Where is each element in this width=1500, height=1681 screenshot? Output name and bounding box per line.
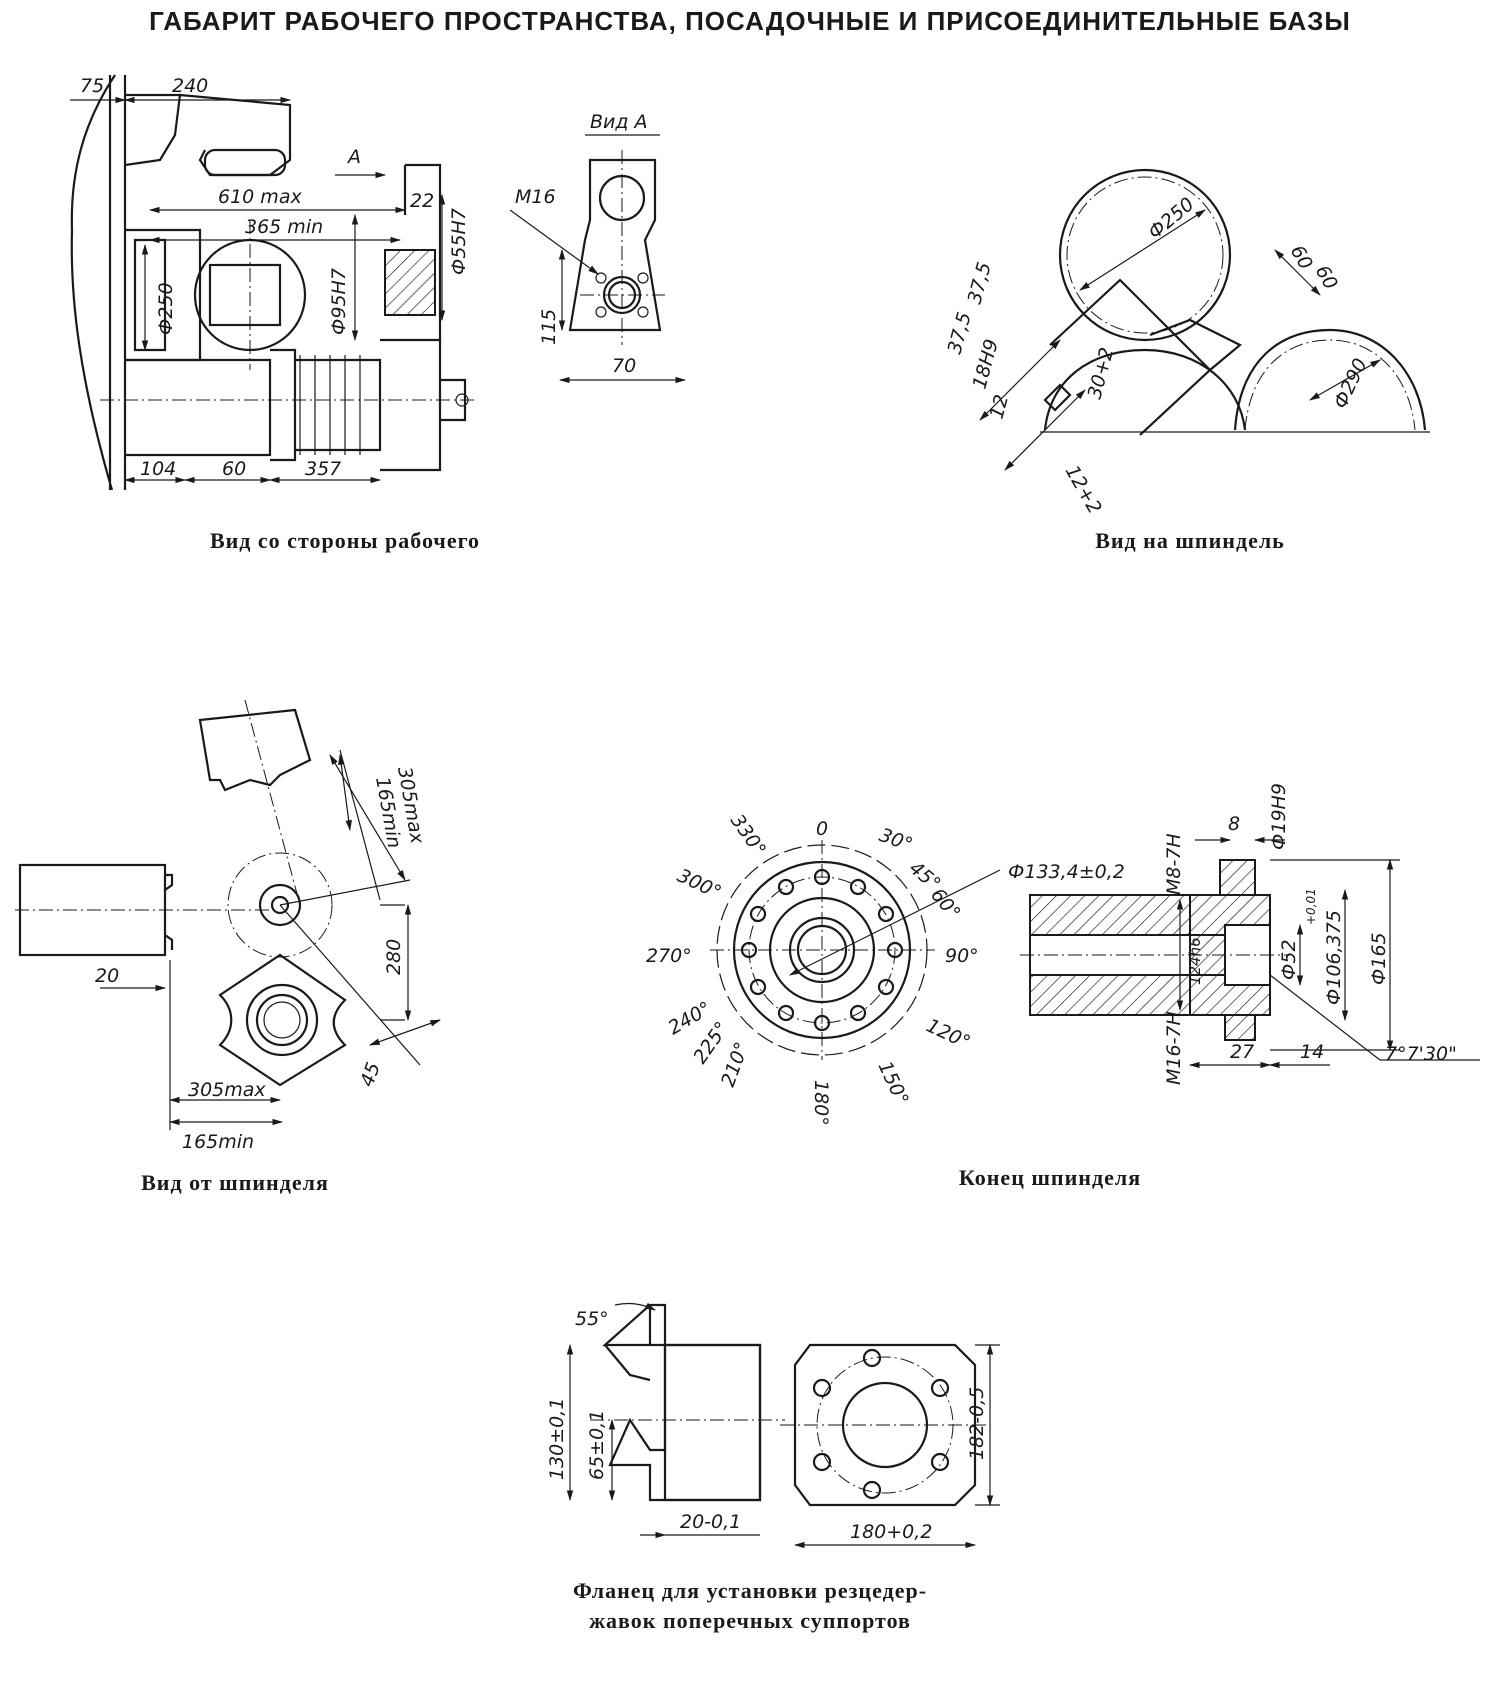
dim-104: 104	[140, 458, 176, 480]
side-view-drawing: 75 240 A 610 max 22 365 min Ф55Н7 Ф95Н7 …	[70, 74, 475, 491]
spindle-end-face-drawing: 0 30° 45° 60° 90° 120° 150° 180° 210° 22…	[646, 810, 1001, 1126]
dim-angle-7-7-30: 7°7'30"	[1385, 1043, 1457, 1065]
dim-115: 115	[538, 309, 560, 345]
dim-182: 182-0,5	[966, 1387, 988, 1460]
dim-180: 180+0,2	[850, 1521, 932, 1543]
dim-60-b: 60	[1311, 262, 1342, 294]
dim-20-minus: 20-0,1	[680, 1511, 741, 1533]
dim-m8-7h: М8-7Н	[1163, 833, 1185, 895]
angle-330: 330°	[726, 810, 770, 860]
dim-240: 240	[172, 75, 208, 97]
angle-30: 30°	[876, 824, 915, 856]
dim-70: 70	[612, 355, 636, 377]
bolt-holes	[740, 868, 904, 1032]
caption-spindle-end: Конец шпинделя	[958, 1165, 1142, 1190]
from-spindle-view-drawing: 305max 165min 280 20 45 305max 165min	[15, 699, 442, 1153]
spindle-end-section-drawing: Ф133,4±0,2 М8-7Н 8 Ф19Н9 +0,01 Ф52 Ф106,…	[1008, 783, 1480, 1085]
view-a-drawing: Вид А М16 115 70	[509, 111, 687, 384]
angle-150: 150°	[873, 1058, 912, 1109]
angle-270: 270°	[646, 945, 692, 967]
dim-d52: Ф52	[1278, 939, 1300, 980]
page-title: ГАБАРИТ РАБОЧЕГО ПРОСТРАНСТВА, ПОСАДОЧНЫ…	[149, 6, 1351, 36]
dim-d19h9: Ф19Н9	[1268, 783, 1290, 850]
flange-face-drawing: 180+0,2 182-0,5	[780, 1343, 1000, 1549]
dim-12-plus2: 12+2	[1061, 462, 1106, 518]
angle-120: 120°	[923, 1015, 974, 1054]
dim-357: 357	[305, 458, 341, 480]
dim-d106-375: Ф106,375	[1323, 910, 1345, 1005]
dim-d165: Ф165	[1368, 932, 1390, 985]
dim-55deg: 55°	[575, 1308, 609, 1330]
caption-flange-line2: жавок поперечных суппортов	[589, 1608, 911, 1633]
dim-280: 280	[383, 939, 405, 975]
dim-60: 60	[222, 458, 246, 480]
dim-37-5-a: 37,5	[964, 260, 996, 307]
dim-d55h7: Ф55Н7	[448, 208, 470, 275]
dim-365min: 365 min	[245, 216, 323, 238]
dim-65: 65±0,1	[586, 1410, 608, 1480]
dim-d133-4: Ф133,4±0,2	[1008, 861, 1125, 883]
dim-tolerance-001: +0,01	[1304, 888, 1318, 925]
caption-spindle-view: Вид на шпиндель	[1095, 528, 1285, 553]
dim-37-5-b: 37,5	[944, 310, 976, 357]
dim-12: 12	[986, 392, 1014, 421]
dim-18h9: 18Н9	[969, 337, 1003, 392]
dim-m16-7h: М16-7Н	[1163, 1011, 1185, 1085]
dim-75: 75	[80, 75, 104, 97]
dim-60-a: 60	[1286, 242, 1317, 274]
dim-d250: Ф250	[155, 282, 177, 335]
dim-d290: Ф290	[1330, 355, 1372, 412]
dim-d250-spindle: Ф250	[1144, 193, 1198, 244]
dim-20: 20	[95, 965, 119, 987]
dim-14: 14	[1300, 1041, 1324, 1063]
caption-flange-line1: Фланец для установки резцедер-	[572, 1578, 928, 1603]
dim-27: 27	[1230, 1041, 1254, 1063]
angle-210: 210°	[717, 1039, 753, 1090]
dim-124h6: 124h6	[1186, 937, 1204, 985]
dim-610max: 610 max	[218, 186, 302, 208]
angle-90: 90°	[945, 945, 979, 967]
dim-45: 45	[356, 1059, 385, 1089]
dim-22: 22	[410, 190, 434, 212]
dim-305max-bottom: 305max	[188, 1079, 266, 1101]
dim-130: 130±0,1	[546, 1398, 568, 1480]
angle-300: 300°	[674, 865, 725, 904]
dim-m16: М16	[515, 186, 556, 208]
angle-180: 180°	[810, 1080, 832, 1126]
spindle-view-drawing: Ф250 60 60 37,5 37,5 18Н9 12 30+2 12+2 Ф…	[944, 168, 1430, 518]
angle-0: 0	[816, 818, 828, 840]
view-arrow-a: A	[346, 146, 361, 168]
caption-from-spindle-view: Вид от шпинделя	[141, 1170, 329, 1195]
caption-side-view: Вид со стороны рабочего	[209, 528, 481, 553]
dim-8: 8	[1228, 813, 1240, 835]
dim-165min-bottom: 165min	[182, 1131, 254, 1153]
dim-30-plus2: 30+2	[1084, 345, 1119, 401]
flange-side-drawing: 55° 130±0,1 65±0,1 20-0,1	[546, 1302, 785, 1539]
view-a-title: Вид А	[590, 111, 648, 133]
dim-d95h7: Ф95Н7	[328, 268, 350, 335]
